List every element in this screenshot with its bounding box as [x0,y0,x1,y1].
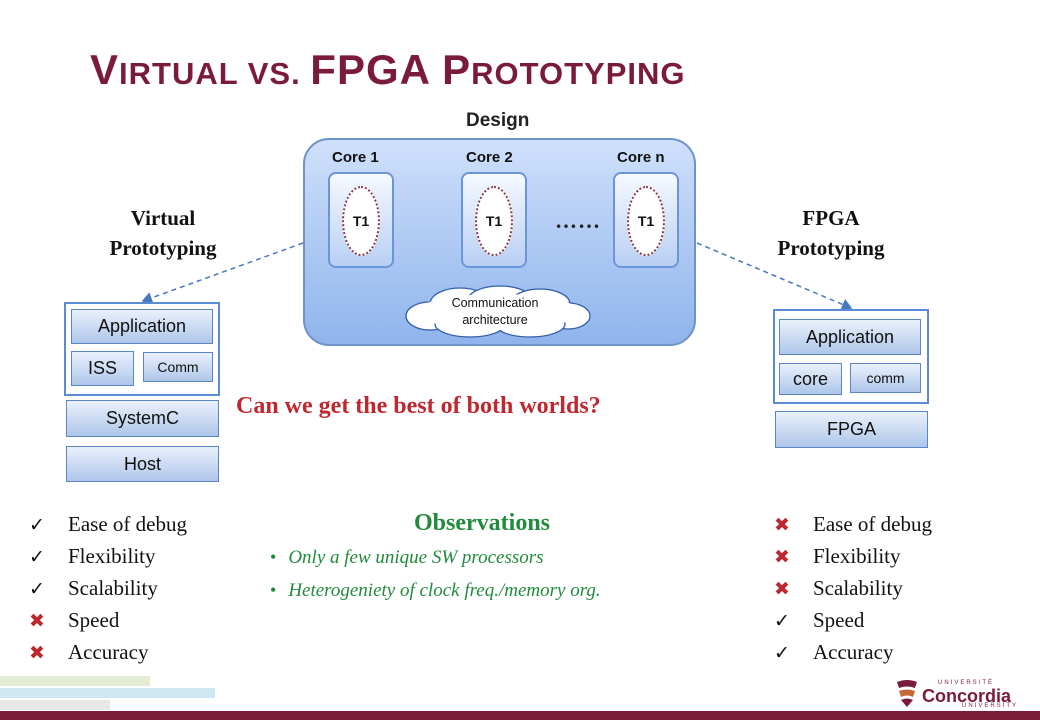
concordia-logo-icon [897,680,917,707]
bullet-icon: • [270,580,277,600]
feature-item: ✖Accuracy [26,640,187,672]
virtual-host-block: Host [66,446,219,482]
comm-cloud-shape [405,285,591,338]
cross-icon: ✖ [774,514,790,536]
logo-name: Concordia [922,686,1012,706]
core-2-task: T1 [475,186,513,256]
core-ellipsis: …… [555,208,601,233]
bullet-icon: • [270,547,277,567]
check-icon: ✓ [29,547,45,568]
virtual-prototyping-label: Virtual Prototyping [109,206,217,260]
arrow-to-fpga [696,242,853,311]
best-of-both-question: Can we get the best of both worlds? [236,393,601,419]
check-icon: ✓ [29,515,45,536]
footer-stripe [0,688,215,698]
check-icon: ✓ [774,611,790,632]
core-2-label: Core 2 [466,149,513,166]
feature-item: ✓Ease of debug [26,512,187,544]
observation-item: •Only a few unique SW processors [270,547,544,568]
fpga-feature-list: ✖Ease of debug ✖Flexibility ✖Scalability… [771,512,932,672]
fpga-core-block: core [779,363,842,395]
observations-title: Observations [414,510,551,536]
virtual-iss-block: ISS [71,351,134,386]
virtual-feature-list: ✓Ease of debug ✓Flexibility ✓Scalability… [26,512,187,672]
core-n-label: Core n [617,149,665,166]
cross-icon: ✖ [774,578,790,600]
feature-item: ✓Scalability [26,576,187,608]
cross-icon: ✖ [29,642,45,664]
cross-icon: ✖ [774,546,790,568]
footer-stripe [0,676,150,686]
check-icon: ✓ [29,579,45,600]
observation-item: •Heterogeniety of clock freq./memory org… [270,580,601,601]
feature-item: ✖Ease of debug [771,512,932,544]
fpga-fpga-block: FPGA [775,411,928,448]
arrow-to-virtual [141,242,304,304]
check-icon: ✓ [774,643,790,664]
virtual-systemc-block: SystemC [66,400,219,437]
design-label: Design [466,110,530,131]
feature-item: ✓Accuracy [771,640,932,672]
core-n-task: T1 [627,186,665,256]
core-1-label: Core 1 [332,149,379,166]
logo-university-top: UNIVERSITÉ [938,680,995,686]
feature-item: ✓Speed [771,608,932,640]
cross-icon: ✖ [29,610,45,632]
fpga-application-block: Application [779,319,921,355]
comm-architecture-label: Communication architecture [451,296,539,327]
feature-item: ✖Flexibility [771,544,932,576]
fpga-prototyping-label: FPGA Prototyping [777,206,885,260]
core-1-task: T1 [342,186,380,256]
feature-item: ✖Scalability [771,576,932,608]
virtual-application-block: Application [71,309,213,344]
logo-university-bottom: UNIVERSITY [962,703,1019,709]
footer-stripe [0,700,110,710]
feature-item: ✓Flexibility [26,544,187,576]
slide-title: VIRTUAL VS. FPGA PROTOTYPING [90,46,686,93]
feature-item: ✖Speed [26,608,187,640]
fpga-comm-block: comm [850,363,921,393]
footer-bar [0,711,1040,720]
virtual-comm-block: Comm [143,352,213,382]
